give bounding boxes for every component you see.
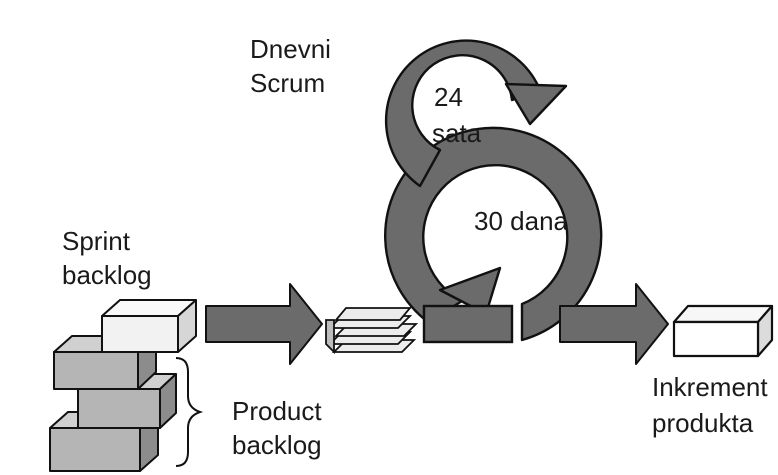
increment-label-line1: Inkrement bbox=[652, 372, 768, 402]
sprint-backlog-label-line1: Sprint bbox=[62, 226, 131, 256]
increment-label-line2: produkta bbox=[652, 408, 754, 438]
sprint-loop-base bbox=[422, 304, 514, 344]
daily-cycle-label-line2: sata bbox=[432, 118, 482, 148]
flow-arrow-to-increment bbox=[559, 283, 669, 365]
product-backlog-label-line1: Product bbox=[232, 396, 322, 426]
daily-scrum-label-line1: Dnevni bbox=[250, 34, 331, 64]
sprint-backlog-label-line2: backlog bbox=[62, 260, 152, 290]
product-backlog-label-line2: backlog bbox=[232, 430, 322, 460]
daily-scrum-label-line2: Scrum bbox=[250, 68, 325, 98]
sprint-cycle-label: 30 dana bbox=[474, 206, 569, 236]
sprint-items-stack bbox=[325, 307, 419, 355]
flow-arrow-to-sprint bbox=[205, 283, 323, 365]
sprint-backlog-block bbox=[101, 299, 197, 353]
daily-cycle-label-line1: 24 bbox=[434, 82, 463, 112]
product-increment-box bbox=[672, 304, 774, 358]
product-backlog-stack bbox=[49, 299, 197, 472]
product-backlog-brace bbox=[175, 357, 204, 467]
daily-scrum-loop bbox=[384, 39, 568, 188]
